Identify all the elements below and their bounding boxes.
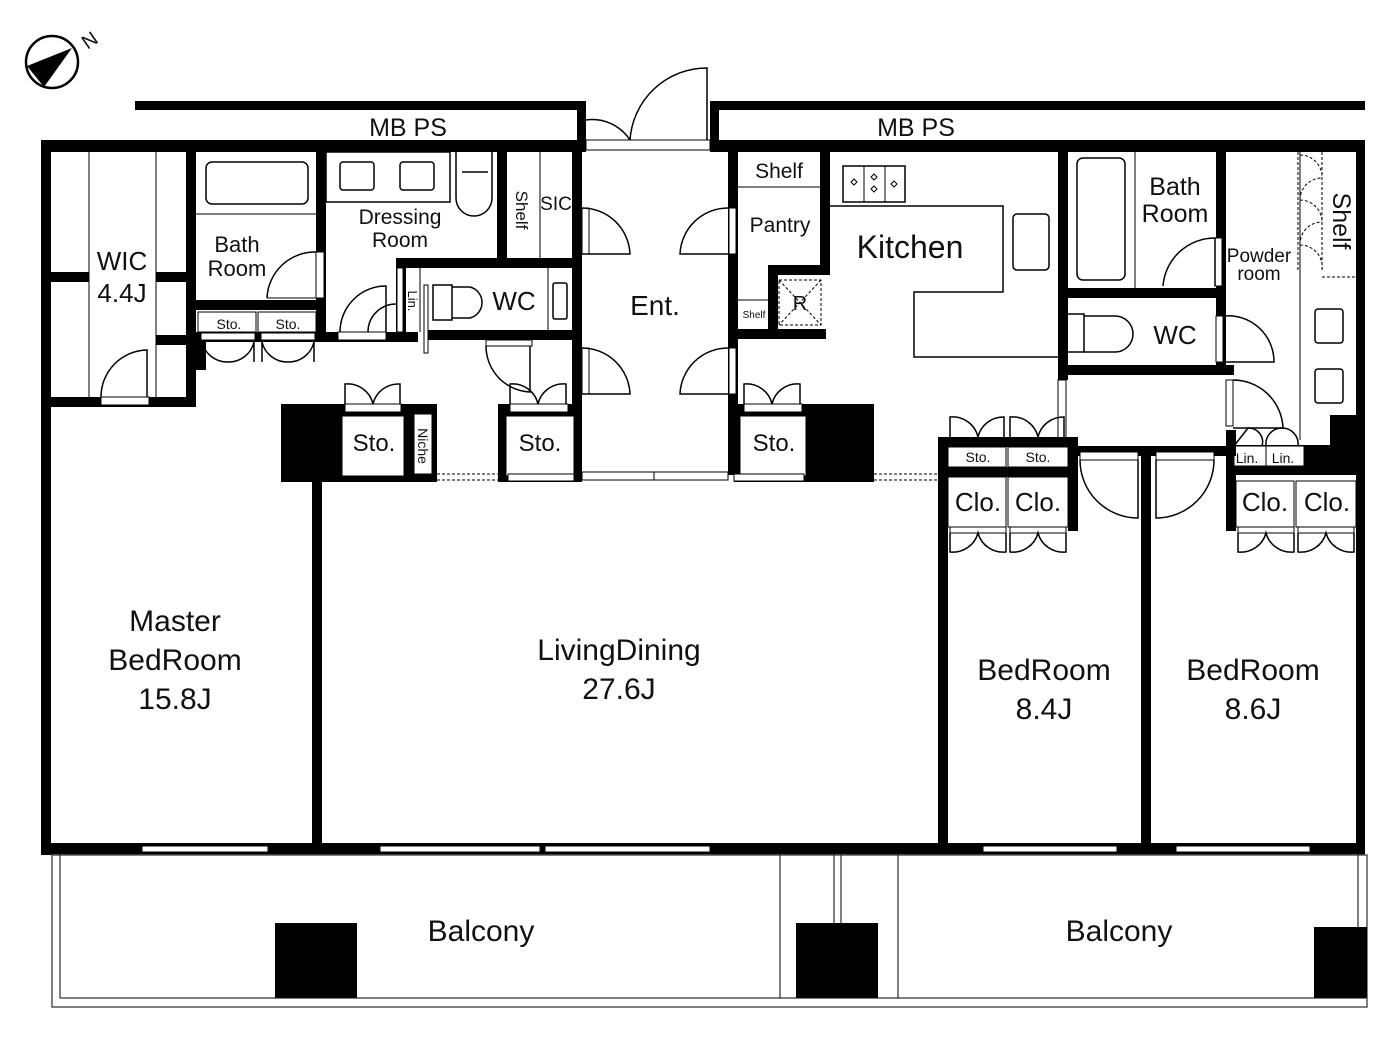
wic-label: WIC [97,246,148,276]
powder-room-label: room [1237,264,1280,285]
master-bedroom-area: 15.8J [138,683,211,716]
bath-left-label: Bath [214,232,259,257]
sto-label: Sto. [753,430,796,457]
sto-label: Sto. [217,316,242,332]
linen-label: Lin. [1272,450,1295,466]
entrance-label: Ent. [630,290,680,321]
linen-label: Lin. [1236,450,1259,466]
fridge-label: R [793,293,807,315]
sto-label: Sto. [519,430,562,457]
sto-label: Sto. [276,316,301,332]
compass-label: N [78,28,102,54]
closet-label: Clo. [955,487,1001,517]
kitchen-label: Kitchen [857,229,964,265]
mbps-label-right: MB PS [877,114,955,142]
balcony-right-label: Balcony [1066,915,1173,948]
stove-burner-icon [850,173,898,193]
wc-right-label: WC [1153,320,1196,350]
lin-label: Lin. [405,291,420,312]
closet-label: Clo. [1304,487,1350,517]
bath-right-label: Room [1142,200,1209,228]
wic-area: 4.4J [97,278,146,308]
bedroom-1-label: BedRoom [977,654,1110,687]
sic-label: SIC [540,194,572,215]
living-dining-label: LivingDining [537,634,700,667]
shelf-label-vertical: Shelf [512,191,531,230]
small-shelf-label: Shelf [743,310,766,321]
pantry-label: Pantry [750,214,811,237]
balcony-column [1314,927,1367,998]
bath-left-label: Room [208,256,267,281]
balcony-column [275,923,357,998]
dressing-room-label: Room [372,229,428,252]
master-bedroom-label: Master [129,605,221,638]
powder-room-label: Powder [1227,246,1292,267]
wc-left-label: WC [492,286,535,316]
bedroom-1-area: 8.4J [1016,693,1073,726]
bedroom-2-area: 8.6J [1225,693,1282,726]
dressing-room-label: Dressing [359,206,442,229]
balcony-column [796,923,878,998]
bedroom-2-label: BedRoom [1186,654,1319,687]
closet-label: Clo. [1015,487,1061,517]
bath-right-label: Bath [1149,173,1200,201]
closet-label: Clo. [1242,487,1288,517]
mbps-label-left: MB PS [369,114,447,142]
north-arrow-icon: N [24,28,102,90]
shelf-right-label: Shelf [1327,193,1355,250]
sto-label: Sto. [966,449,991,465]
niche-label: Niche [415,428,431,464]
master-bedroom-label: BedRoom [108,644,241,677]
balcony-left-label: Balcony [428,915,535,948]
sto-label: Sto. [1026,449,1051,465]
entry-door-icon [585,67,711,151]
sto-label: Sto. [353,430,396,457]
pantry-shelf-label: Shelf [755,160,803,183]
living-dining-area: 27.6J [582,673,655,706]
